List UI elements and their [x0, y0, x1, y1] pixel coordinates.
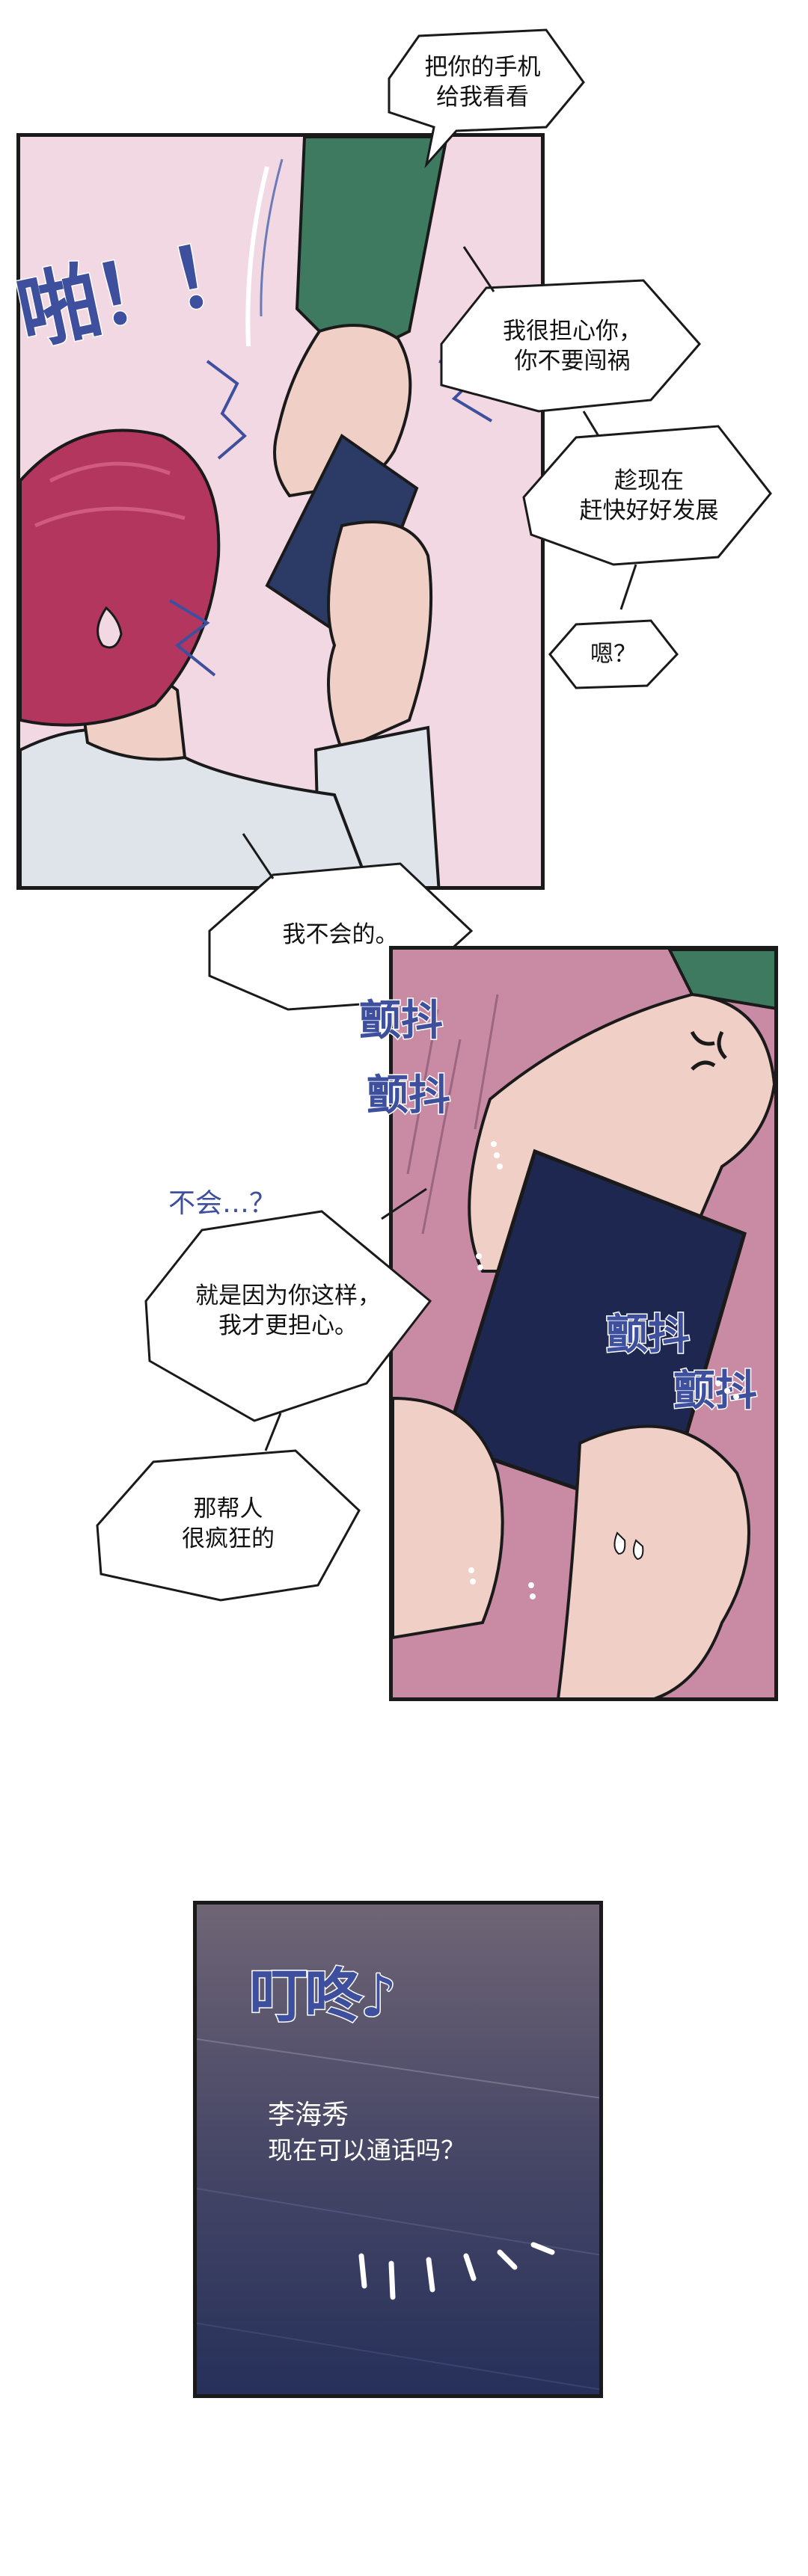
caller-name: 李海秀	[268, 2100, 349, 2130]
speech-bubble-because: 就是因为你这样， 我才更担心。	[142, 1187, 434, 1424]
comic-panel-1	[16, 133, 545, 890]
bubble-line: 你不要闯祸	[514, 347, 631, 375]
comic-panel-2	[389, 946, 778, 1701]
bubble-line: 那帮人	[193, 1495, 263, 1522]
speech-bubble-hm: 嗯？	[546, 617, 681, 692]
bubble-line: 我不会的。	[282, 921, 399, 948]
phone-screen-panel: 叮咚♪ 李海秀 现在可以通话吗？	[193, 1901, 603, 2398]
bubble-line: 就是因为你这样，	[195, 1282, 381, 1309]
call-message: 现在可以通话吗？	[268, 2136, 465, 2165]
tremor-dots	[468, 1141, 739, 1599]
sfx-no-way: 不会…？	[168, 1188, 277, 1219]
bubble-line: 我才更担心。	[218, 1312, 358, 1339]
speech-bubble-worried: 我很担心你， 你不要闯祸	[440, 246, 703, 415]
speech-bubble-develop: 趁现在 赶快好好发展	[522, 411, 774, 610]
sfx-shake-2: 颤抖	[366, 1071, 452, 1122]
panel-1-art	[20, 137, 493, 886]
speech-bubble-crazy: 那帮人 很疯狂的	[94, 1413, 363, 1604]
sfx-shake-1: 颤抖	[358, 996, 444, 1047]
speech-bubble-give-phone: 把你的手机 给我看看	[374, 22, 591, 169]
sfx-shake-3: 颤抖	[605, 1310, 691, 1361]
bubble-line: 赶快好好发展	[579, 497, 719, 524]
panel-2-art	[393, 950, 774, 1697]
vibration-marks	[358, 2242, 555, 2300]
bubble-line: 嗯？	[590, 641, 637, 668]
bubble-line: 很疯狂的	[182, 1525, 275, 1552]
bubble-line: 把你的手机	[424, 54, 541, 81]
bubble-line: 我很担心你，	[503, 317, 642, 345]
sfx-shake-4: 颤抖	[673, 1366, 759, 1417]
bubble-line: 趁现在	[614, 467, 684, 494]
bubble-line: 给我看看	[436, 84, 529, 111]
sfx-ding-dong: 叮咚♪	[248, 1962, 399, 2032]
